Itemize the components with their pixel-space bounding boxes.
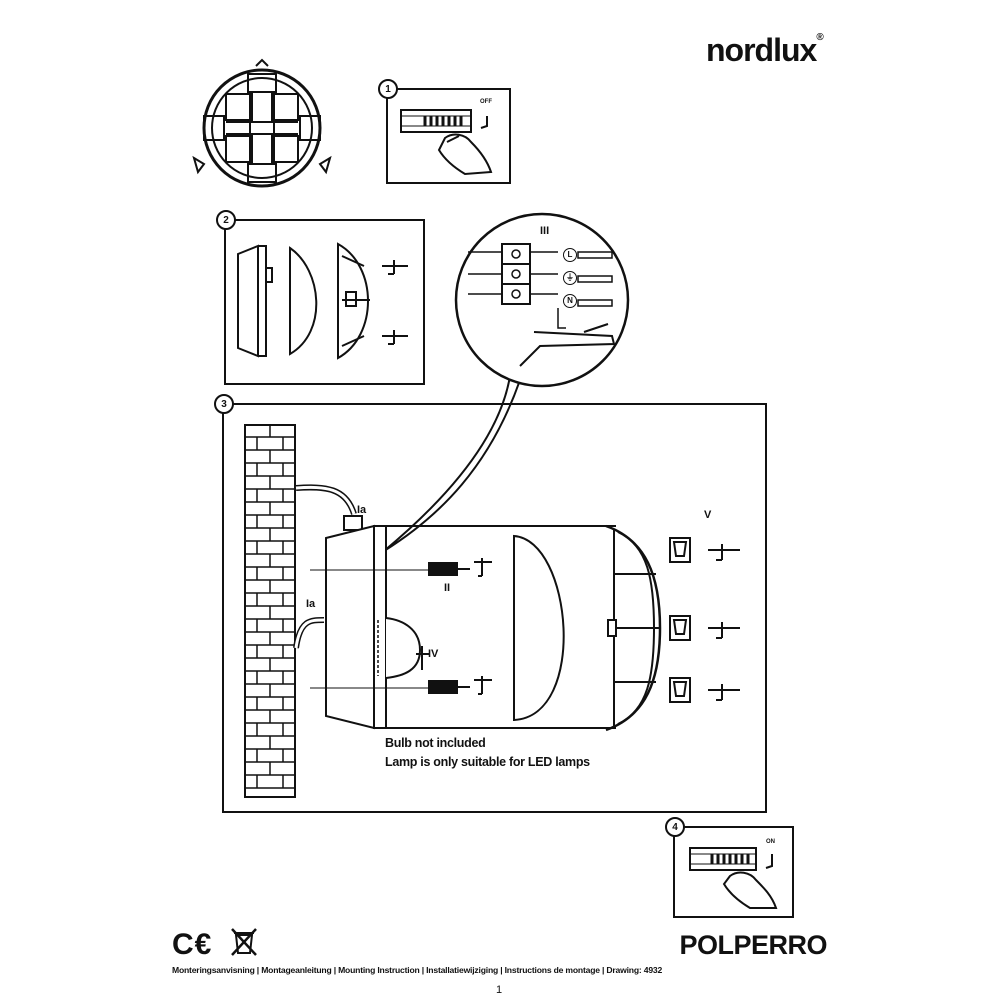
callout-wiring-detail: III [540, 225, 550, 237]
assembly-illustration [293, 484, 740, 732]
page-number: 1 [496, 984, 503, 996]
callout-cable-entry-side: Ia [306, 598, 316, 610]
fuse-box-off-illustration [400, 109, 493, 176]
step-1-badge: 1 [378, 79, 398, 99]
nordlux-logo: nordlux® [706, 32, 824, 68]
step-4-badge: 4 [665, 817, 685, 837]
callout-cover-screws: V [704, 509, 712, 521]
callout-cable-entry-top: Ia [357, 504, 367, 516]
step-3-badge: 3 [214, 394, 234, 414]
terminal-n-label: N [563, 294, 577, 308]
compliance-marks: C€ [172, 928, 213, 961]
note-led-only: Lamp is only suitable for LED lamps [385, 755, 590, 769]
disassembly-illustration [237, 242, 408, 360]
brick-wall-illustration [244, 424, 296, 798]
terminal-earth-label: ⏚ [563, 271, 577, 285]
callout-screws: II [444, 582, 451, 594]
fuse-box-on-illustration [689, 847, 778, 909]
callout-bulb: IV [428, 648, 439, 660]
note-bulb-not-included: Bulb not included [385, 736, 486, 750]
weee-bin-icon [231, 928, 257, 956]
terminal-l-label: L [563, 248, 577, 262]
step-2-badge: 2 [216, 210, 236, 230]
step-3-box [222, 403, 767, 813]
switch-on-label: ON [766, 839, 775, 845]
product-overview-illustration [192, 58, 332, 188]
switch-off-label: OFF [480, 99, 492, 105]
footer-instructions: Monteringsanvisning | Montageanleitung |… [172, 965, 663, 975]
product-name: POLPERRO [679, 930, 827, 960]
